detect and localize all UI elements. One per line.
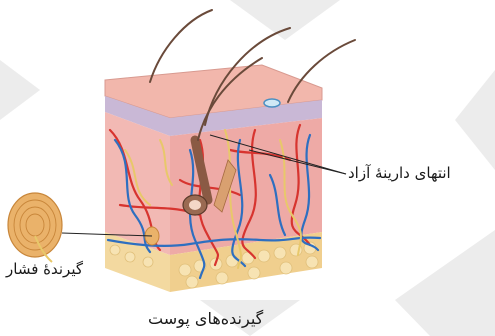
pressure-receptor-icon [8, 193, 62, 262]
pressure-receptor-label: گیرندهٔ فشار [6, 260, 83, 278]
sweat-pore [264, 99, 280, 107]
diagram-caption: گیرنده‌های پوست [148, 309, 263, 328]
free-nerve-ending-label: انتهای دارینهٔ آزاد [348, 164, 451, 182]
